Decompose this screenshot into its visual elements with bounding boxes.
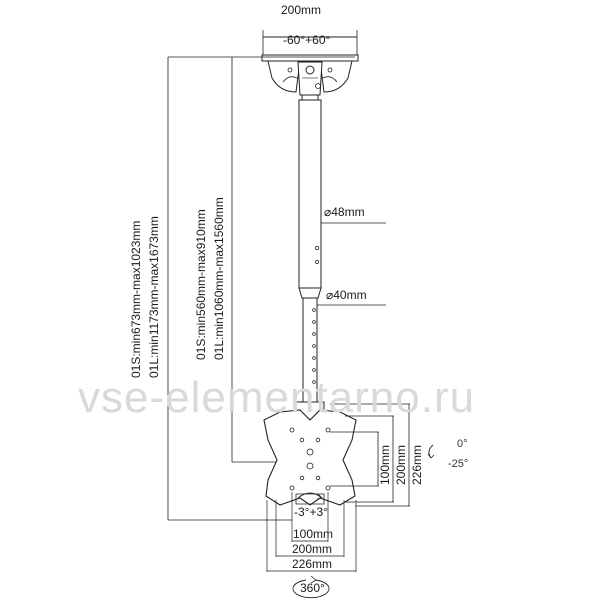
- height-range-long-inner-label: 01L:min1173mm-max1673mm: [147, 216, 161, 378]
- height-range-short-outer-label: 01S:min560mm-max910mm: [194, 209, 208, 360]
- ceiling-plate: [261, 30, 359, 96]
- vesa-horizontal-dimensions: [266, 492, 357, 572]
- vesa-horizontal-200-label: 200mm: [292, 542, 332, 556]
- level-adjust-label: -3°+3°: [294, 505, 328, 519]
- vesa-vertical-226-label: 226mm: [410, 445, 424, 485]
- top-tilt-label: -60°+60°: [283, 33, 330, 47]
- vesa-vertical-100-label: 100mm: [378, 445, 392, 485]
- vesa-vertical-dimensions: [330, 403, 410, 507]
- side-tilt-top-label: 0°: [457, 438, 468, 450]
- height-dimension-lines: [167, 56, 355, 521]
- pole-inner-diameter-label: ⌀40mm: [326, 288, 367, 302]
- vesa-horizontal-226-label: 226mm: [292, 557, 332, 571]
- side-tilt-bottom-label: -25°: [448, 458, 468, 470]
- vesa-horizontal-100-label: 100mm: [293, 527, 333, 541]
- height-range-short-inner-label: 01L:min1060mm-max1560mm: [212, 197, 226, 360]
- telescopic-pole: [298, 94, 322, 411]
- pole-outer-diameter-label: ⌀48mm: [324, 205, 365, 219]
- vesa-plate: [263, 401, 357, 506]
- top-width-label: 200mm: [281, 3, 321, 17]
- rotation-arcs: [292, 444, 435, 599]
- watermark: vse-elementarno.ru: [78, 373, 475, 422]
- vesa-vertical-200-label: 200mm: [394, 445, 408, 485]
- pole-diameter-leaders: [317, 222, 386, 306]
- swivel-label: 360°: [300, 581, 325, 595]
- height-range-long-outer-label: 01S:min673mm-max1023mm: [129, 221, 143, 378]
